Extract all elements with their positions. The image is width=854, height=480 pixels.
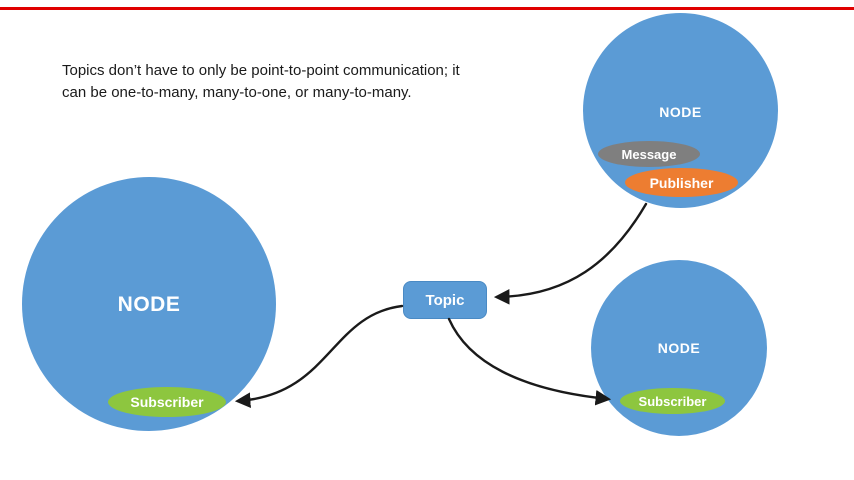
node-left-label: NODE bbox=[117, 293, 181, 316]
annotation-line-2: can be one-to-many, many-to-one, or many… bbox=[62, 84, 412, 101]
annotation-text: Topics don’t have to only be point-to-po… bbox=[62, 60, 512, 104]
top-red-divider-line bbox=[0, 7, 854, 10]
arrow-topic-to-bottom-right-subscriber bbox=[447, 317, 612, 406]
annotation-line-1: Topics don’t have to only be point-to-po… bbox=[62, 62, 460, 79]
subscriber-ellipse-left: Subscriber bbox=[108, 387, 226, 417]
message-ellipse: Message bbox=[598, 141, 700, 167]
node-bottom-right-label: NODE bbox=[657, 340, 701, 356]
node-top-right-label: NODE bbox=[659, 104, 702, 120]
subscriber-ellipse-bottom-right: Subscriber bbox=[620, 388, 725, 414]
topic-box: Topic bbox=[403, 281, 487, 319]
publisher-ellipse: Publisher bbox=[625, 168, 738, 197]
